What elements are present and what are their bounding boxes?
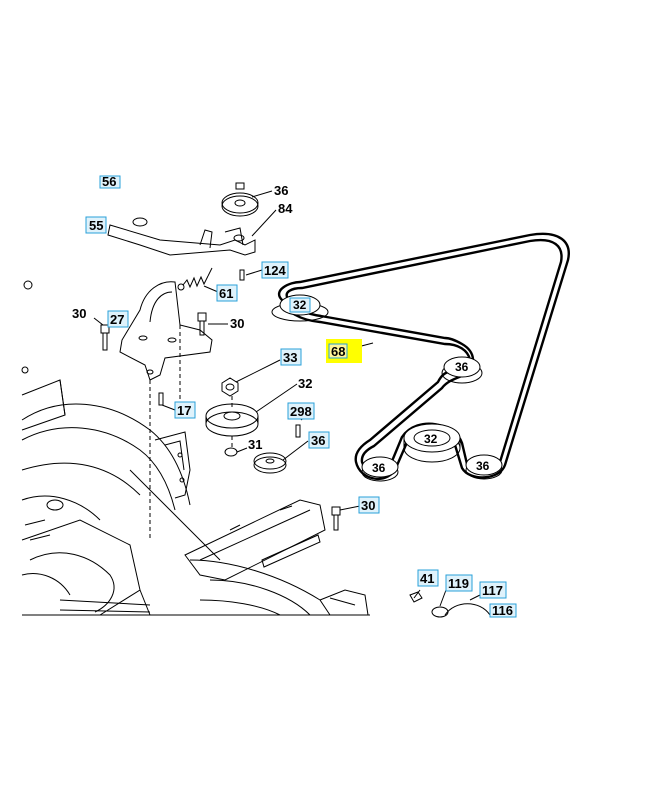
mower-deck (21, 280, 370, 616)
pulley-label-36-left[interactable]: 36 (372, 461, 386, 475)
pulley-label-32-left[interactable]: 32 (289, 297, 311, 313)
svg-text:33: 33 (283, 350, 297, 365)
label-36-top[interactable]: 36 (274, 183, 288, 198)
leader-lines (93, 190, 481, 607)
svg-text:56: 56 (102, 174, 116, 189)
label-55[interactable]: 55 (85, 216, 107, 234)
svg-text:32: 32 (293, 298, 307, 312)
svg-text:41: 41 (420, 571, 434, 586)
svg-text:31: 31 (248, 437, 262, 452)
label-17[interactable]: 17 (174, 401, 196, 419)
svg-text:119: 119 (448, 576, 469, 591)
label-30-bracket[interactable]: 30 (230, 316, 244, 331)
spindle (409, 591, 491, 618)
mount-bracket (119, 281, 213, 540)
svg-text:68: 68 (331, 344, 345, 359)
svg-text:27: 27 (110, 312, 124, 327)
svg-text:30: 30 (230, 316, 244, 331)
svg-text:298: 298 (290, 404, 312, 419)
label-56[interactable]: 56 (99, 174, 121, 189)
svg-text:117: 117 (482, 583, 503, 598)
label-31[interactable]: 31 (248, 437, 262, 452)
label-124[interactable]: 124 (261, 261, 289, 279)
label-68-belt[interactable]: 68 (326, 339, 362, 363)
label-117[interactable]: 117 (479, 581, 507, 599)
svg-text:17: 17 (177, 403, 191, 418)
deck-bracket (154, 431, 326, 581)
spring (177, 267, 213, 291)
pulley-stack (205, 377, 287, 474)
drawing (21, 182, 570, 618)
label-27[interactable]: 27 (107, 310, 129, 328)
svg-text:30: 30 (72, 306, 86, 321)
label-119[interactable]: 119 (445, 574, 473, 592)
label-41[interactable]: 41 (417, 569, 439, 587)
pulley-label-32-center[interactable]: 32 (424, 432, 438, 446)
idler-arm (107, 217, 256, 256)
svg-text:30: 30 (361, 498, 375, 513)
label-61[interactable]: 61 (216, 284, 238, 302)
label-84[interactable]: 84 (278, 201, 293, 216)
label-36-lower[interactable]: 36 (308, 431, 330, 449)
label-298[interactable]: 298 (287, 402, 315, 420)
pulley-label-36-bottom-right[interactable]: 36 (476, 459, 490, 473)
svg-text:36: 36 (311, 433, 325, 448)
label-116[interactable]: 116 (489, 603, 517, 618)
pulley-label-36-right[interactable]: 36 (455, 360, 469, 374)
svg-text:124: 124 (264, 263, 286, 278)
pulley-top (221, 182, 259, 217)
label-33[interactable]: 33 (280, 348, 302, 366)
svg-text:55: 55 (89, 218, 103, 233)
label-30-left[interactable]: 30 (72, 306, 86, 321)
label-32-mid[interactable]: 32 (298, 376, 312, 391)
svg-text:116: 116 (492, 603, 513, 618)
svg-text:61: 61 (219, 286, 233, 301)
svg-text:84: 84 (278, 201, 293, 216)
svg-text:32: 32 (298, 376, 312, 391)
part-labels: 56 55 36 84 124 61 30 30 27 (72, 174, 517, 618)
svg-text:36: 36 (274, 183, 288, 198)
label-30-bottom[interactable]: 30 (358, 496, 380, 514)
